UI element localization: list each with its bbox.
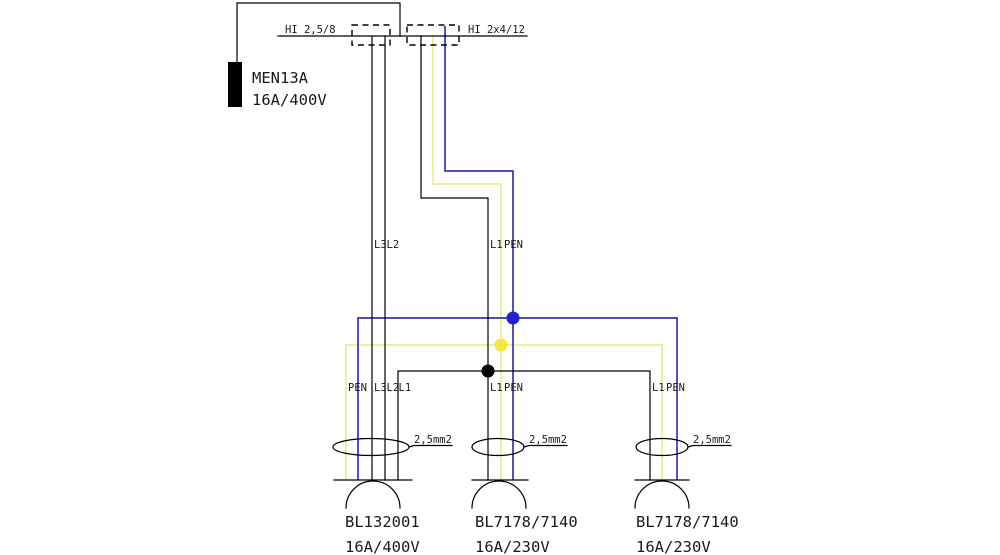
cable-marker-box-right <box>406 24 460 46</box>
device-rating-label: 16A/230V <box>636 538 711 555</box>
riser-label-pen: PEN <box>504 239 523 251</box>
branch-wire-l1 <box>420 35 489 481</box>
conductor-label-pen: PEN <box>348 382 367 394</box>
riser-label-l2: L2 <box>387 239 400 251</box>
conductor-label-l2: L2 <box>387 382 400 394</box>
cable-label-left: HI 2,5/8 <box>285 24 336 36</box>
branch-wire-pe-yellow <box>432 36 502 480</box>
outlet-1: PEN L3 L2 L1 2,5mm2 BL132001 16A/400V <box>332 382 453 555</box>
conductor-label-pen: PEN <box>504 382 523 394</box>
junction-dot-yellow <box>494 338 508 352</box>
conductor-label-l3: L3 <box>374 382 387 394</box>
device-rating-label: 16A/400V <box>345 538 420 555</box>
device-rating-label: 16A/230V <box>475 538 550 555</box>
device-model-label: BL7178/7140 <box>636 513 739 531</box>
cable-size-leader-line <box>523 444 568 448</box>
cable-size-leader-line <box>408 444 453 448</box>
feeder-device-label: MEN13A <box>252 69 309 87</box>
riser-label-l3: L3 <box>374 239 387 251</box>
cable-size-ellipse <box>471 437 525 457</box>
conductor-label-l1: L1 <box>399 382 412 394</box>
feeder-supply-wire <box>236 2 401 63</box>
cable-size-label: 2,5mm2 <box>414 434 452 446</box>
junction-dot-black <box>481 364 495 378</box>
cable-size-label: 2,5mm2 <box>529 434 567 446</box>
riser-label-l1: L1 <box>490 239 503 251</box>
bus-wire-blue <box>357 317 678 480</box>
cable-marker-box-left <box>351 24 391 46</box>
bus-wire-l1-black <box>397 370 651 481</box>
outlet-2: L1 PEN 2,5mm2 BL7178/7140 16A/230V <box>471 382 578 555</box>
junction-dot-blue <box>506 311 520 325</box>
outlet-3: L1 PEN 2,5mm2 BL7178/7140 16A/230V <box>634 382 739 555</box>
socket-dome <box>345 480 401 509</box>
feeder-rating-label: 16A/400V <box>252 91 327 109</box>
conductor-label-l1: L1 <box>490 382 503 394</box>
feeder-fuse-symbol <box>228 62 242 107</box>
cable-label-right: HI 2x4/12 <box>468 24 525 36</box>
cable-size-leader-line <box>687 444 732 448</box>
device-model-label: BL7178/7140 <box>475 513 578 531</box>
branch-wire-pen-blue <box>444 26 514 480</box>
conductor-label-l1: L1 <box>652 382 665 394</box>
socket-dome <box>634 480 690 509</box>
bus-wire-yellow <box>345 344 663 480</box>
device-model-label: BL132001 <box>345 513 420 531</box>
socket-dome <box>471 480 527 509</box>
conductor-label-pen: PEN <box>666 382 685 394</box>
cable-size-label: 2,5mm2 <box>693 434 731 446</box>
